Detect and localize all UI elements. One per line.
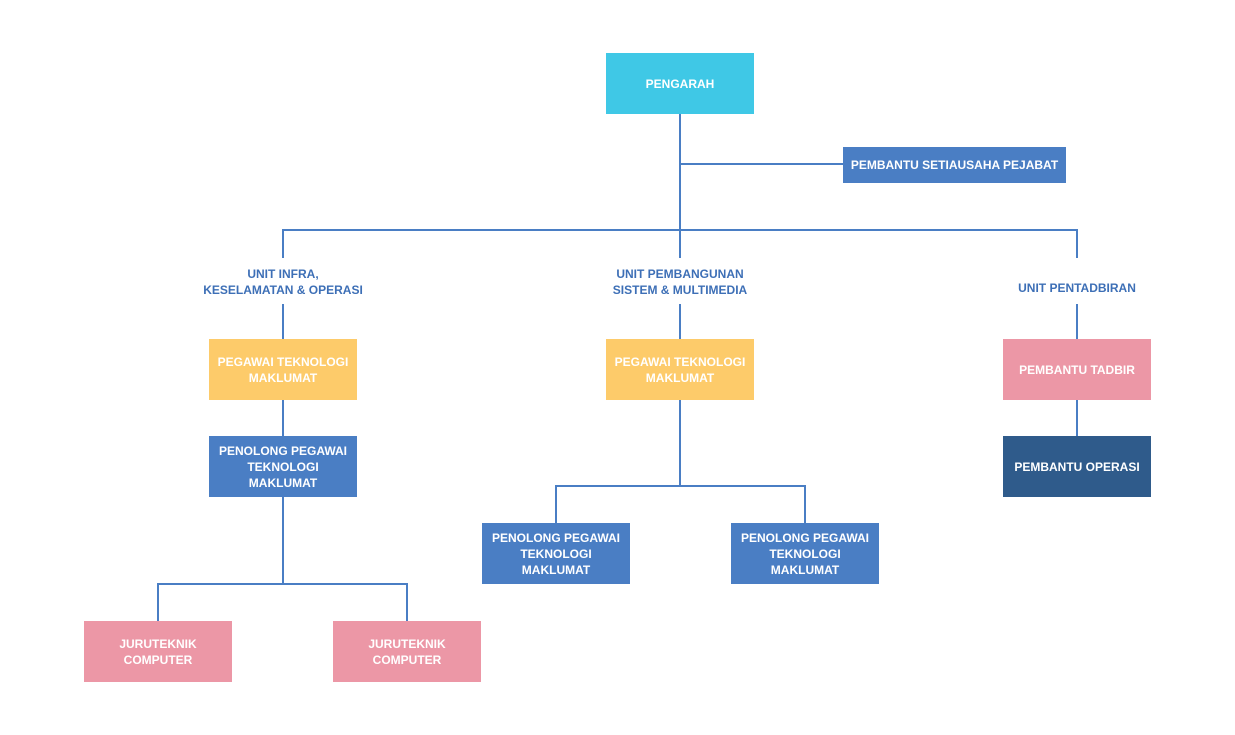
connector-infra-tech [157,583,408,621]
connector-dev-assistants [555,485,806,523]
node-pengarah: PENGARAH [606,53,754,114]
node-admin-tadbir: PEMBANTU TADBIR [1003,339,1151,400]
node-dev-officer: PEGAWAI TEKNOLOGI MAKLUMAT [606,339,754,400]
unit-label-infra: UNIT INFRA, KESELAMATAN & OPERASI [203,267,363,297]
unit-label-pembangunan: UNIT PEMBANGUNAN SISTEM & MULTIMEDIA [612,267,748,297]
node-infra-technician-2: JURUTEKNIK COMPUTER [333,621,481,682]
unit-label-pentadbiran: UNIT PENTADBIRAN [1018,281,1136,295]
node-infra-assistant: PENOLONG PEGAWAI TEKNOLOGI MAKLUMAT [209,436,357,497]
node-pembantu-setiausaha: PEMBANTU SETIAUSAHA PEJABAT [843,147,1066,183]
node-dev-assistant-1: PENOLONG PEGAWAI TEKNOLOGI MAKLUMAT [482,523,630,584]
node-infra-technician-1: JURUTEKNIK COMPUTER [84,621,232,682]
node-dev-assistant-2: PENOLONG PEGAWAI TEKNOLOGI MAKLUMAT [731,523,879,584]
node-admin-operasi: PEMBANTU OPERASI [1003,436,1151,497]
node-infra-officer: PEGAWAI TEKNOLOGI MAKLUMAT [209,339,357,400]
